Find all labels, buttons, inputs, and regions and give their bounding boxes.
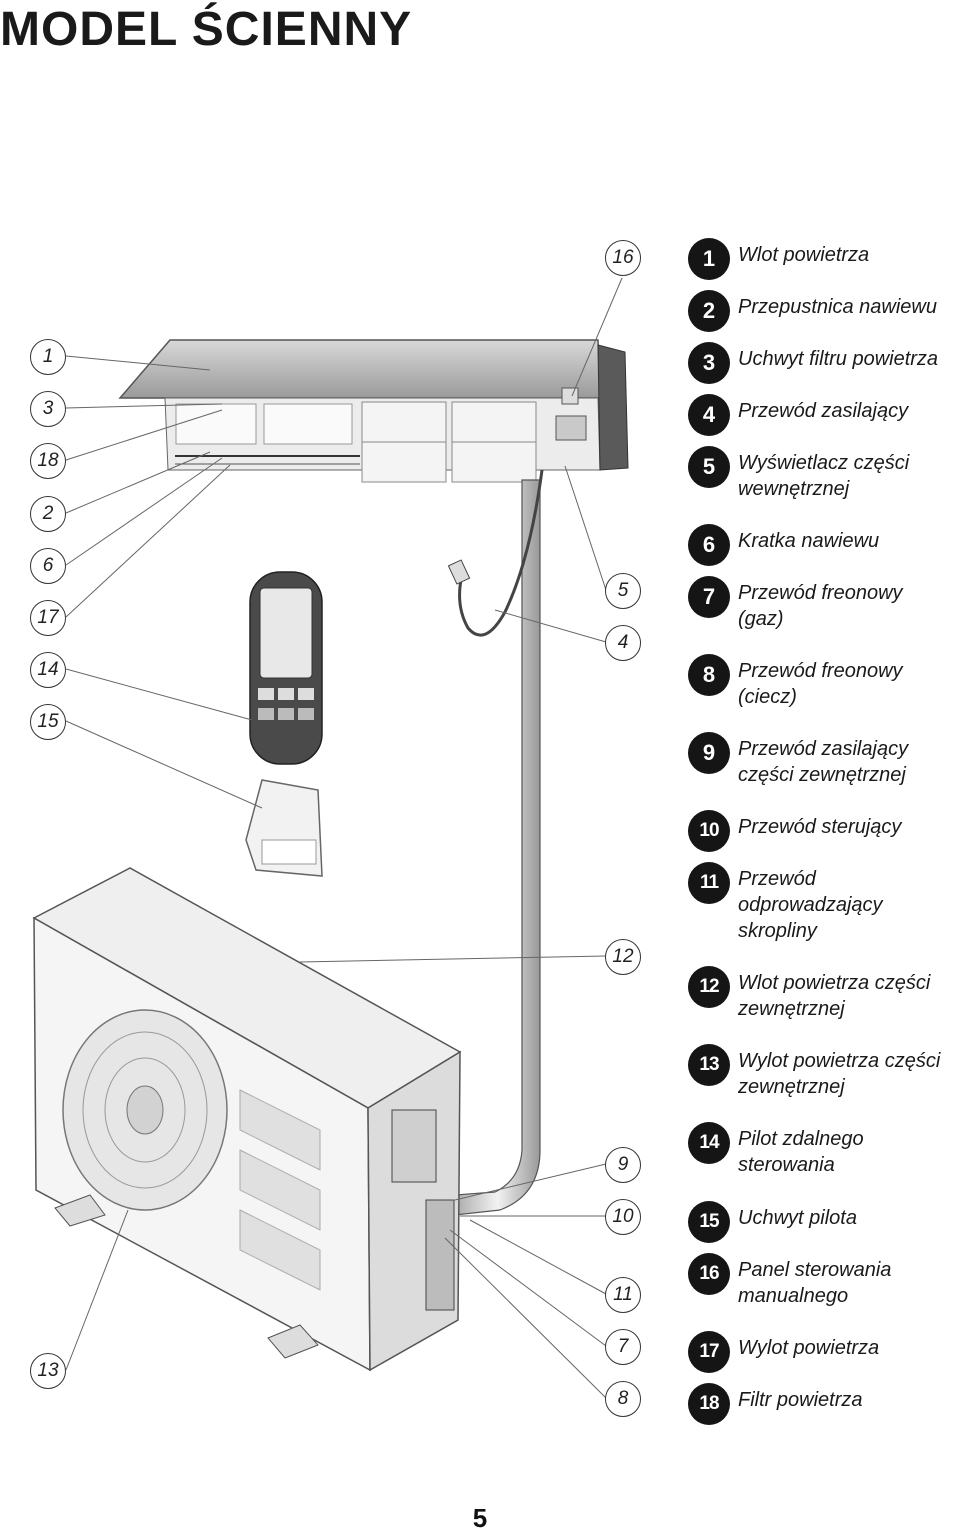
callout-1: 1: [30, 339, 66, 375]
refrigerant-pipe: [447, 469, 544, 1216]
legend-number: 2: [688, 290, 730, 332]
callout-10: 10: [605, 1199, 641, 1235]
legend-number: 4: [688, 394, 730, 436]
legend-number: 15: [688, 1201, 730, 1243]
legend-label: Pilot zdalnego sterowania: [738, 1128, 864, 1176]
legend-number: 6: [688, 524, 730, 566]
legend-label: Przewód freonowy (gaz): [738, 582, 903, 630]
legend-label: Filtr powietrza: [738, 1389, 863, 1411]
legend-item-7: 7 Przewód freonowy (gaz): [688, 576, 960, 632]
indoor-unit: [118, 339, 629, 483]
legend-item-14: 14 Pilot zdalnego sterowania: [688, 1122, 960, 1178]
legend-item-17: 17 Wylot powietrza: [688, 1331, 960, 1373]
remote-control: [249, 571, 323, 765]
legend-label: Przewód zasilający: [738, 400, 909, 422]
legend-item-2: 2 Przepustnica nawiewu: [688, 290, 960, 332]
legend-number: 5: [688, 446, 730, 488]
callout-14: 14: [30, 652, 66, 688]
legend-number: 9: [688, 732, 730, 774]
callout-5: 5: [605, 573, 641, 609]
remote-holder: [245, 779, 323, 877]
callout-12: 12: [605, 939, 641, 975]
legend-label: Uchwyt pilota: [738, 1207, 857, 1229]
legend-number: 3: [688, 342, 730, 384]
legend-label: Przewód zasilający części zewnętrznej: [738, 738, 909, 786]
legend-number: 8: [688, 654, 730, 696]
legend-item-9: 9 Przewód zasilający części zewnętrznej: [688, 732, 960, 788]
legend-number: 18: [688, 1383, 730, 1425]
callout-8: 8: [605, 1381, 641, 1417]
legend-label: Przewód freonowy (ciecz): [738, 660, 903, 708]
legend-item-5: 5 Wyświetlacz części wewnętrznej: [688, 446, 960, 502]
callout-3: 3: [30, 391, 66, 427]
legend-label: Uchwyt filtru powietrza: [738, 348, 939, 370]
legend-item-1: 1 Wlot powietrza: [688, 238, 960, 280]
callout-11: 11: [605, 1277, 641, 1313]
callout-7: 7: [605, 1329, 641, 1365]
legend-number: 17: [688, 1331, 730, 1373]
legend-item-6: 6 Kratka nawiewu: [688, 524, 960, 566]
legend-label: Przepustnica nawiewu: [738, 296, 937, 318]
page-title: MODEL ŚCIENNY: [0, 3, 413, 56]
callout-17: 17: [30, 600, 66, 636]
legend-label: Kratka nawiewu: [738, 530, 880, 552]
legend-number: 10: [688, 810, 730, 852]
legend-item-11: 11 Przewód odprowadzający skropliny: [688, 862, 960, 944]
legend-label: Wlot powietrza części zewnętrznej: [738, 972, 931, 1020]
legend-label: Wlot powietrza: [738, 244, 870, 266]
callout-13: 13: [30, 1353, 66, 1389]
legend-label: Wyświetlacz części wewnętrznej: [738, 452, 910, 500]
legend-item-12: 12 Wlot powietrza części zewnętrznej: [688, 966, 960, 1022]
callout-16: 16: [605, 240, 641, 276]
legend-label: Panel sterowania manualnego: [738, 1259, 892, 1307]
legend-item-13: 13 Wylot powietrza części zewnętrznej: [688, 1044, 960, 1100]
legend-item-18: 18 Filtr powietrza: [688, 1383, 960, 1425]
legend-label: Wylot powietrza części zewnętrznej: [738, 1050, 941, 1098]
legend-number: 1: [688, 238, 730, 280]
legend-label: Przewód sterujący: [738, 816, 902, 838]
callout-2: 2: [30, 496, 66, 532]
callout-9: 9: [605, 1147, 641, 1183]
legend-number: 13: [688, 1044, 730, 1086]
legend-item-16: 16 Panel sterowania manualnego: [688, 1253, 960, 1309]
legend-item-15: 15 Uchwyt pilota: [688, 1201, 960, 1243]
legend-number: 16: [688, 1253, 730, 1295]
legend-number: 11: [688, 862, 730, 904]
legend-item-3: 3 Uchwyt filtru powietrza: [688, 342, 960, 384]
outdoor-unit: [32, 867, 462, 1372]
legend-item-8: 8 Przewód freonowy (ciecz): [688, 654, 960, 710]
legend-number: 12: [688, 966, 730, 1008]
legend-label: Wylot powietrza: [738, 1337, 880, 1359]
legend-item-4: 4 Przewód zasilający: [688, 394, 960, 436]
legend-number: 14: [688, 1122, 730, 1164]
callout-15: 15: [30, 704, 66, 740]
callout-6: 6: [30, 548, 66, 584]
legend-number: 7: [688, 576, 730, 618]
page-number: 5: [472, 1503, 488, 1533]
leader-lines: [65, 277, 623, 1399]
legend-label: Przewód odprowadzający skropliny: [738, 868, 883, 942]
callout-4: 4: [605, 625, 641, 661]
legend-item-10: 10 Przewód sterujący: [688, 810, 960, 852]
callout-18: 18: [30, 443, 66, 479]
